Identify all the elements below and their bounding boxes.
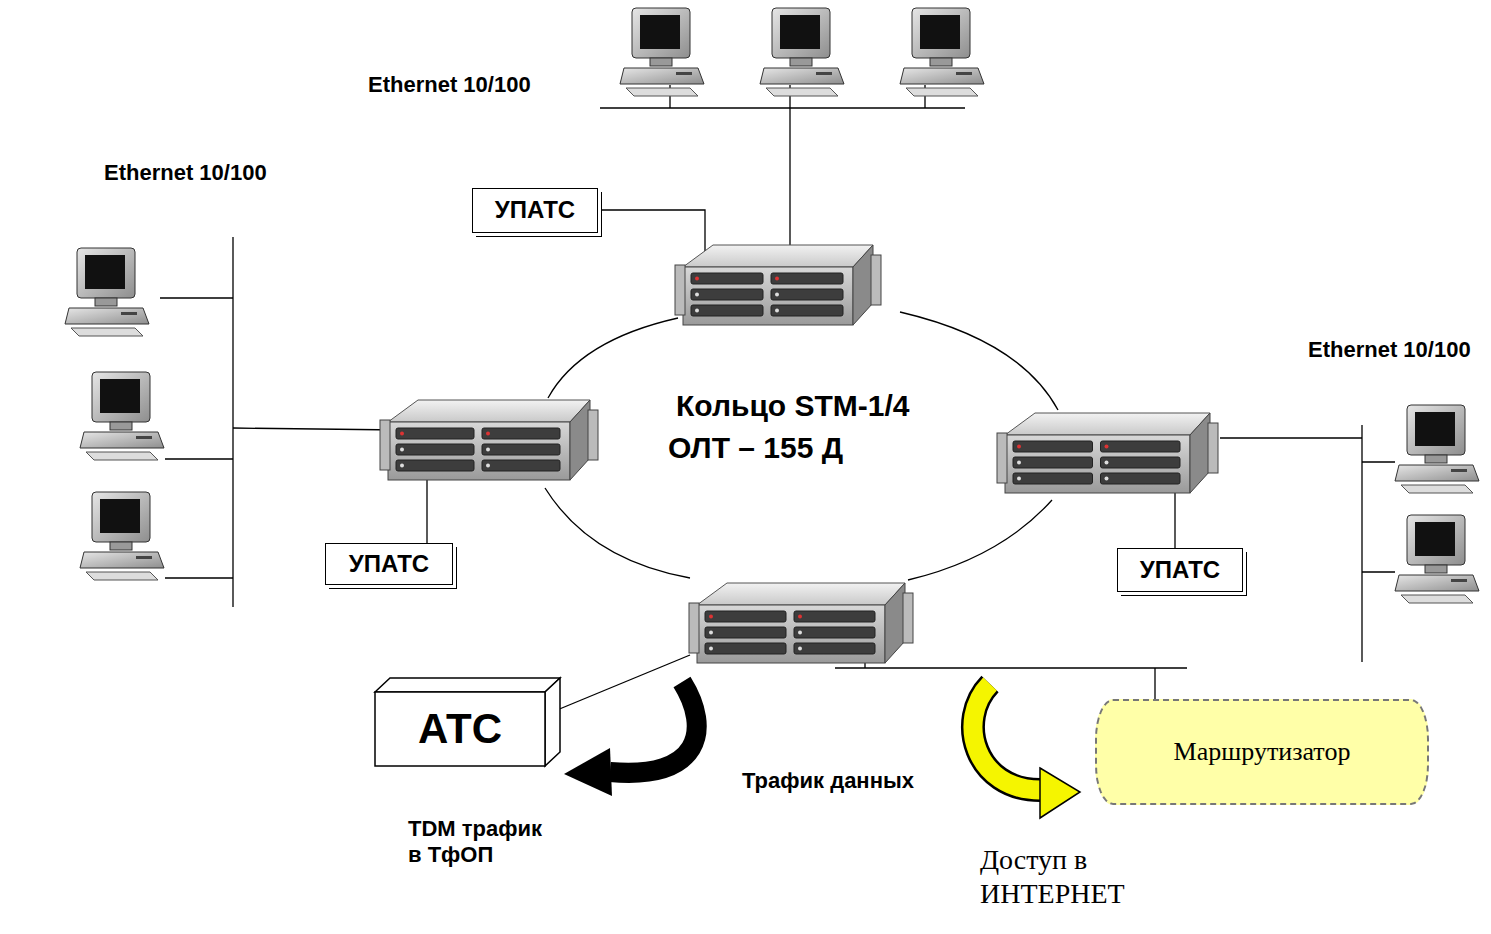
network-label: Ethernet 10/100	[104, 160, 267, 186]
workstation	[900, 8, 984, 96]
router-box: Маршрутизатор	[1095, 699, 1429, 805]
multiplexer-unit	[689, 583, 913, 663]
multiplexer-unit	[997, 413, 1218, 493]
workstation	[1395, 515, 1479, 603]
workstation	[1395, 405, 1479, 493]
network-label: Ethernet 10/100	[368, 72, 531, 98]
atc-box-3d	[375, 678, 560, 766]
tdm-flow-arrow	[564, 682, 697, 796]
workstation	[65, 248, 149, 336]
workstation	[80, 372, 164, 460]
network-label: Ethernet 10/100	[1308, 337, 1471, 363]
ring-arcs	[545, 312, 1058, 580]
pbx-box: УПАТС	[1117, 548, 1243, 592]
node-label: УПАТС	[349, 550, 429, 578]
node-label: УПАТС	[1140, 556, 1220, 584]
wires	[160, 85, 1395, 715]
workstations	[65, 8, 1479, 603]
node-label: АТС	[418, 705, 502, 753]
pbx-box: УПАТС	[472, 188, 598, 233]
workstation	[760, 8, 844, 96]
workstation	[80, 492, 164, 580]
node-label: Маршрутизатор	[1174, 737, 1351, 767]
multiplexer-unit	[675, 245, 881, 325]
flow-label: Доступ в ИНТЕРНЕТ	[980, 843, 1180, 910]
flow-label: TDM трафик в ТфОП	[408, 816, 558, 869]
flow-label: Трафик данных	[742, 768, 914, 794]
pbx-box: УПАТС	[325, 543, 453, 585]
workstation	[620, 8, 704, 96]
data-flow-arrow	[973, 684, 1080, 818]
multiplexer-unit	[380, 400, 598, 480]
exchange-box: АТС	[376, 693, 544, 765]
ring-label: ОЛТ – 155 Д	[668, 430, 843, 466]
multiplexer-devices	[380, 245, 1218, 663]
ring-label: Кольцо STM-1/4	[676, 388, 910, 424]
node-label: УПАТС	[495, 196, 575, 224]
